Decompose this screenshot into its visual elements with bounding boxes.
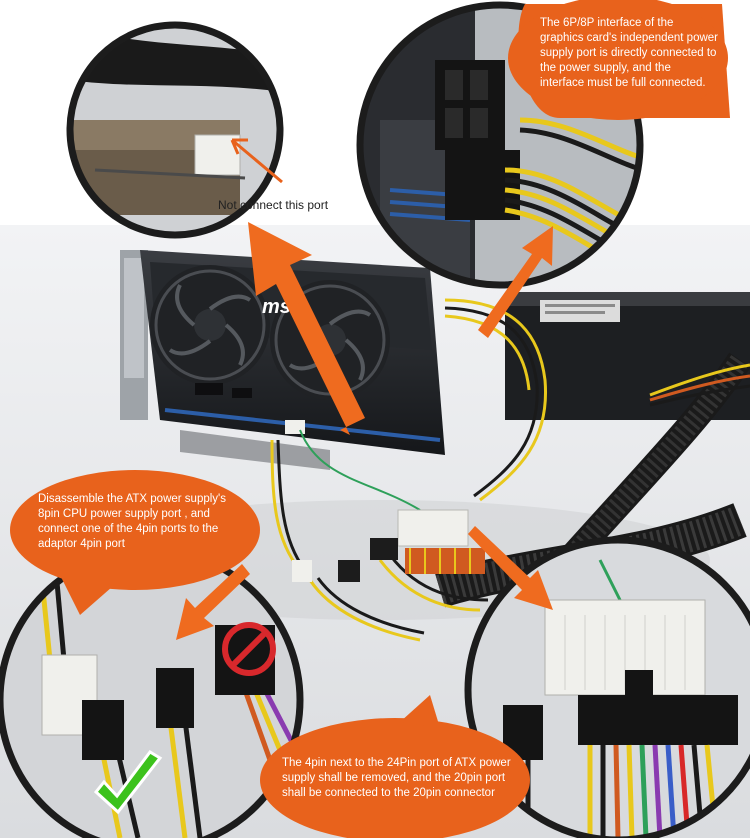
arrow-to-4pin-icon	[176, 564, 250, 640]
prohibited-icon	[222, 622, 276, 676]
big-arrow-up-left-icon	[248, 222, 365, 435]
arrow-to-pcie-icon	[478, 226, 553, 338]
callout-bubble-mid-left	[10, 470, 260, 590]
annotation-not-connect: Not connect this port	[218, 198, 329, 212]
callout-bubbles	[10, 0, 730, 838]
pointer-arrow-icon	[230, 138, 283, 184]
main-photo-connectors	[292, 509, 485, 582]
annotation-24pin: The 4pin next to the 24Pin port of ATX p…	[282, 757, 511, 799]
callout-bubble-bottom	[260, 718, 530, 838]
pointer-arrows	[176, 222, 553, 640]
graphics-card: msi	[120, 250, 445, 470]
zoom-inset-gpu-connector	[66, 21, 284, 239]
annotation-pcie-power: The 6P/8P interface of the graphics card…	[540, 17, 719, 89]
zoom-inset-4pin-adaptor	[0, 546, 304, 838]
check-mark-icon	[93, 750, 163, 815]
annotation-4pin-adaptor: Disassemble the ATX power supply's 8pin …	[38, 493, 226, 550]
arrow-to-24pin-icon	[468, 526, 553, 610]
